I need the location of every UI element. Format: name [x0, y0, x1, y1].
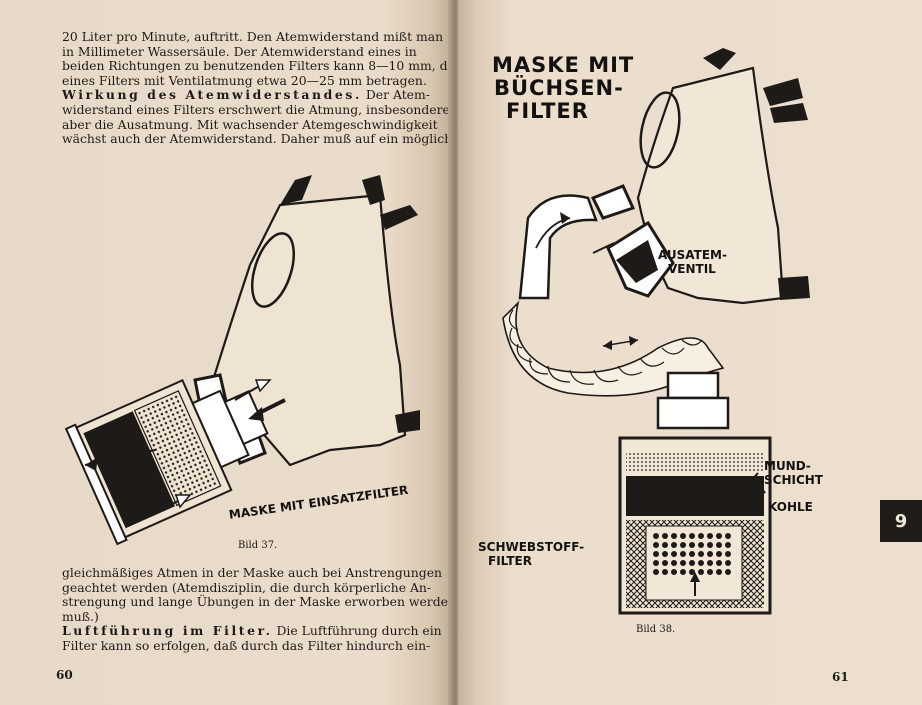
- text-line: Filter kann so erfolgen, daß durch das F…: [62, 637, 431, 653]
- text-line: Wirkung des Atemwiderstandes. Der Atem-: [62, 87, 430, 103]
- text-line: strengung und lange Übungen in der Maske…: [62, 594, 456, 610]
- section-heading: Wirkung des Atemwiderstandes.: [62, 87, 362, 103]
- label-exhale-valve: AUSATEM- VENTIL: [658, 248, 727, 276]
- text-line: beiden Richtungen zu benutzenden Filters…: [62, 58, 461, 74]
- top-paragraph: 20 Liter pro Minute, auftritt. Den Atemw…: [62, 29, 464, 147]
- text-line: 20 Liter pro Minute, auftritt. Den Atemw…: [62, 29, 444, 44]
- label-mouth-layer: MUND- SCHICHT: [764, 459, 823, 487]
- text-line: eines Filters mit Ventilatmung etwa 20—2…: [62, 72, 427, 88]
- mask-canister-filter-illustration: [502, 48, 810, 615]
- page-number-left: 60: [56, 668, 73, 682]
- mask-insert-filter-illustration: [64, 175, 420, 546]
- text-line: widerstand eines Filters erschwert die A…: [62, 101, 450, 117]
- right-page: MASKE MIT BÜCHSEN- FILTER: [458, 0, 922, 705]
- label-particle-filter: SCHWEBSTOFF- FILTER: [478, 540, 585, 568]
- section-heading: Luftführung im Filter.: [62, 623, 273, 639]
- text-line: Luftführung im Filter. Die Luftführung d…: [62, 623, 442, 639]
- text-line: muß.): [62, 608, 99, 624]
- text-line: geachtet werden (Atemdisziplin, die durc…: [62, 579, 432, 595]
- figure-title: MASKE MIT BÜCHSEN- FILTER: [492, 53, 635, 123]
- text-line: aber die Ausatmung. Mit wachsender Atemg…: [62, 116, 438, 132]
- figure-caption: Bild 37.: [238, 540, 278, 551]
- text-line: in Millimeter Wassersäule. Der Atemwider…: [62, 43, 417, 59]
- left-page: 20 Liter pro Minute, auftritt. Den Atemw…: [0, 0, 464, 705]
- text-line: gleichmäßiges Atmen in der Maske auch be…: [62, 565, 443, 580]
- label-coal: KOHLE: [768, 500, 813, 514]
- bottom-paragraph: gleichmäßiges Atmen in der Maske auch be…: [62, 565, 456, 654]
- text-line: wächst auch der Atemwiderstand. Daher mu…: [62, 131, 464, 147]
- chapter-thumb-tab: 9: [880, 500, 922, 542]
- figure-caption: Bild 38.: [636, 624, 676, 635]
- page-number-right: 61: [832, 670, 849, 684]
